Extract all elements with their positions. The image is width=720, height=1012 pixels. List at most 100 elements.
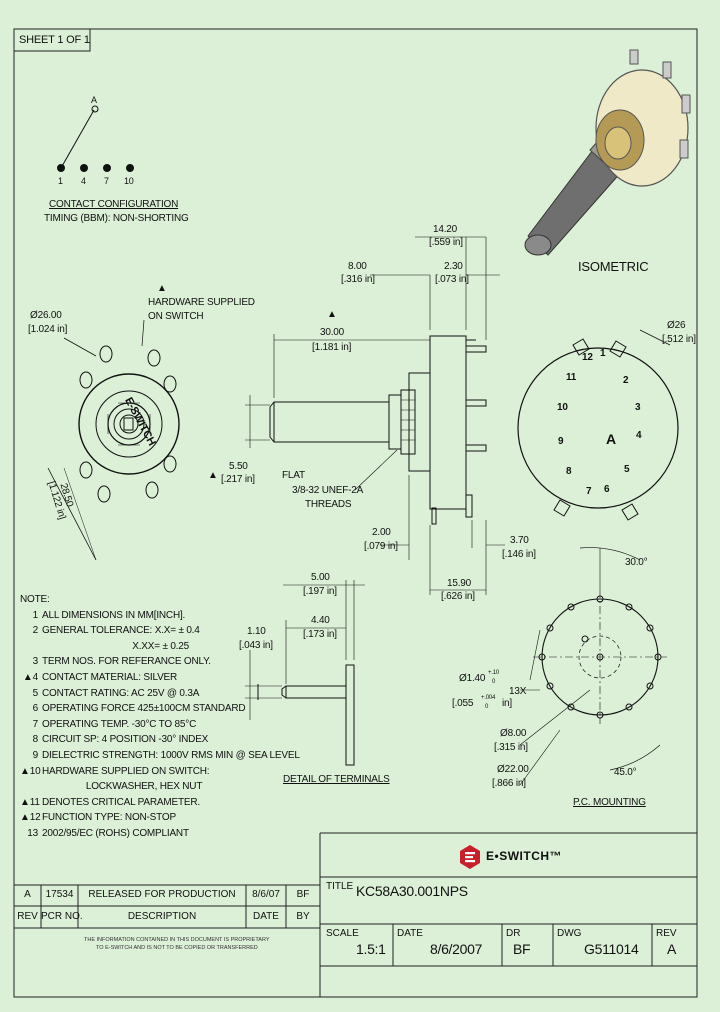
note-num: 3 xyxy=(32,656,39,668)
contact-config-title: CONTACT CONFIGURATION xyxy=(49,199,179,210)
note-text: DENOTES CRITICAL PARAMETER. xyxy=(42,796,200,808)
note-number: 8 xyxy=(20,732,39,748)
note-critical-mark: ▲ xyxy=(20,812,30,824)
note-text: OPERATING TEMP. -30°C TO 85°C xyxy=(42,718,197,730)
pin-label: 4 xyxy=(81,176,86,186)
rev-cell: A xyxy=(24,889,31,900)
notes-title: NOTE: xyxy=(20,594,50,605)
rear-dia-in: [.512 in] xyxy=(662,334,696,345)
note-num: 6 xyxy=(32,703,39,715)
dim-bottom-total-in: [.626 in] xyxy=(441,591,475,602)
front-dia-in: [1.024 in] xyxy=(28,324,68,335)
note-critical-mark: ▲ xyxy=(20,796,30,808)
e-switch-logo-text: E•SWITCH™ xyxy=(486,849,563,863)
note-number: ▲10 xyxy=(20,764,41,780)
pc-inner-in: [.315 in] xyxy=(494,742,528,753)
dim-top-total-in: [.559 in] xyxy=(429,237,463,248)
note-number: 1 xyxy=(20,608,39,624)
isometric-rendering xyxy=(524,49,691,256)
title-value: KC58A30.001NPS xyxy=(356,883,468,899)
terminal-detail xyxy=(245,580,365,766)
terminal-label: 5 xyxy=(624,464,630,475)
note-text: 2002/95/EC (ROHS) COMPLIANT xyxy=(42,827,189,839)
term-thick-mm: 1.10 xyxy=(247,626,266,637)
common-pin-label: A xyxy=(91,95,97,105)
pc-mounting-view xyxy=(519,547,667,786)
terminal-label: 12 xyxy=(582,352,593,363)
note-num: 4 xyxy=(32,671,39,683)
scale-label: SCALE xyxy=(326,928,359,939)
terminal-label: 1 xyxy=(600,348,606,359)
terminal-label: 8 xyxy=(566,466,572,477)
note-num: 12 xyxy=(29,812,41,824)
terminal-label: 2 xyxy=(623,375,629,386)
dim-right-bottom-mm: 3.70 xyxy=(510,535,529,546)
terminal-label: 3 xyxy=(635,402,641,413)
flat-word: FLAT xyxy=(282,470,305,481)
front-dia-mm: Ø26.00 xyxy=(30,310,62,321)
note-text: CONTACT RATING: AC 25V @ 0.3A xyxy=(42,687,200,699)
note-num: 2 xyxy=(32,625,39,637)
dwg-value: G511014 xyxy=(584,941,639,957)
scale-value: 1.5:1 xyxy=(356,941,386,957)
note-text: CIRCUIT SP: 4 POSITION -30° INDEX xyxy=(42,734,209,746)
pcr-header: PCR NO. xyxy=(41,911,83,922)
sheet-label: SHEET 1 OF 1 xyxy=(19,34,90,46)
note-number: 5 xyxy=(20,686,39,702)
rev-value: A xyxy=(667,941,677,957)
terminal-label: 7 xyxy=(586,486,592,497)
pc-hole-count: 13X xyxy=(509,686,527,697)
note-number: ▲11 xyxy=(20,795,40,811)
title-block-lines xyxy=(14,832,697,997)
note-text: TERM NOS. FOR REFERANCE ONLY. xyxy=(42,656,211,668)
note-critical-mark: ▲ xyxy=(20,765,30,777)
term-detail-title: DETAIL OF TERMINALS xyxy=(283,774,390,785)
dim-flat-in: [.217 in] xyxy=(221,474,255,485)
side-view xyxy=(245,236,505,595)
pc-hole-in: [.055 xyxy=(452,698,474,709)
note-number: 7 xyxy=(20,717,39,733)
note-num: 11 xyxy=(29,796,40,808)
note-text: DIELECTRIC STRENGTH: 1000V RMS MIN @ SEA… xyxy=(42,749,300,761)
pin-label: 10 xyxy=(124,176,134,186)
note-critical-mark: ▲ xyxy=(22,671,33,683)
by-cell: BF xyxy=(296,889,310,900)
pc-outer-in: [.866 in] xyxy=(492,778,526,789)
thread-note: THREADS xyxy=(305,499,352,510)
pc-tol-in-plus: +.004 xyxy=(481,695,496,701)
contact-config-subtitle: TIMING (BBM): NON-SHORTING xyxy=(44,213,189,224)
dim-left-bottom-in: [.079 in] xyxy=(364,541,398,552)
date-header: DATE xyxy=(253,911,279,922)
pc-inner-mm: Ø8.00 xyxy=(500,728,527,739)
note-item: X.XX= ± 0.25 xyxy=(20,639,300,655)
dim-right-bottom-in: [.146 in] xyxy=(502,549,536,560)
note-number: 3 xyxy=(20,654,39,670)
dr-value: BF xyxy=(513,941,531,957)
terminal-label: 11 xyxy=(566,372,577,383)
pin-label: 1 xyxy=(58,176,63,186)
e-switch-logo-mark xyxy=(460,845,480,869)
desc-cell: RELEASED FOR PRODUCTION xyxy=(88,889,236,900)
note-num: 1 xyxy=(32,609,39,621)
dim-top-right-mm: 2.30 xyxy=(444,261,463,272)
pc-tol-plus: +.10 xyxy=(488,670,500,676)
disclaimer-line: TO E-SWITCH AND IS NOT TO BE COPIED OR T… xyxy=(96,945,258,951)
hardware-note: HARDWARE SUPPLIED xyxy=(148,297,255,308)
dim-top-left-mm: 8.00 xyxy=(348,261,367,272)
pc-hole-mm: Ø1.40 xyxy=(459,673,486,684)
thread-note: 3/8-32 UNEF-2A xyxy=(292,485,364,496)
note-text: X.XX= ± 0.25 xyxy=(42,640,189,652)
pc-hole-close: in] xyxy=(502,698,512,709)
pc-outer-mm: Ø22.00 xyxy=(497,764,529,775)
note-text: HARDWARE SUPPLIED ON SWITCH: xyxy=(42,765,210,777)
